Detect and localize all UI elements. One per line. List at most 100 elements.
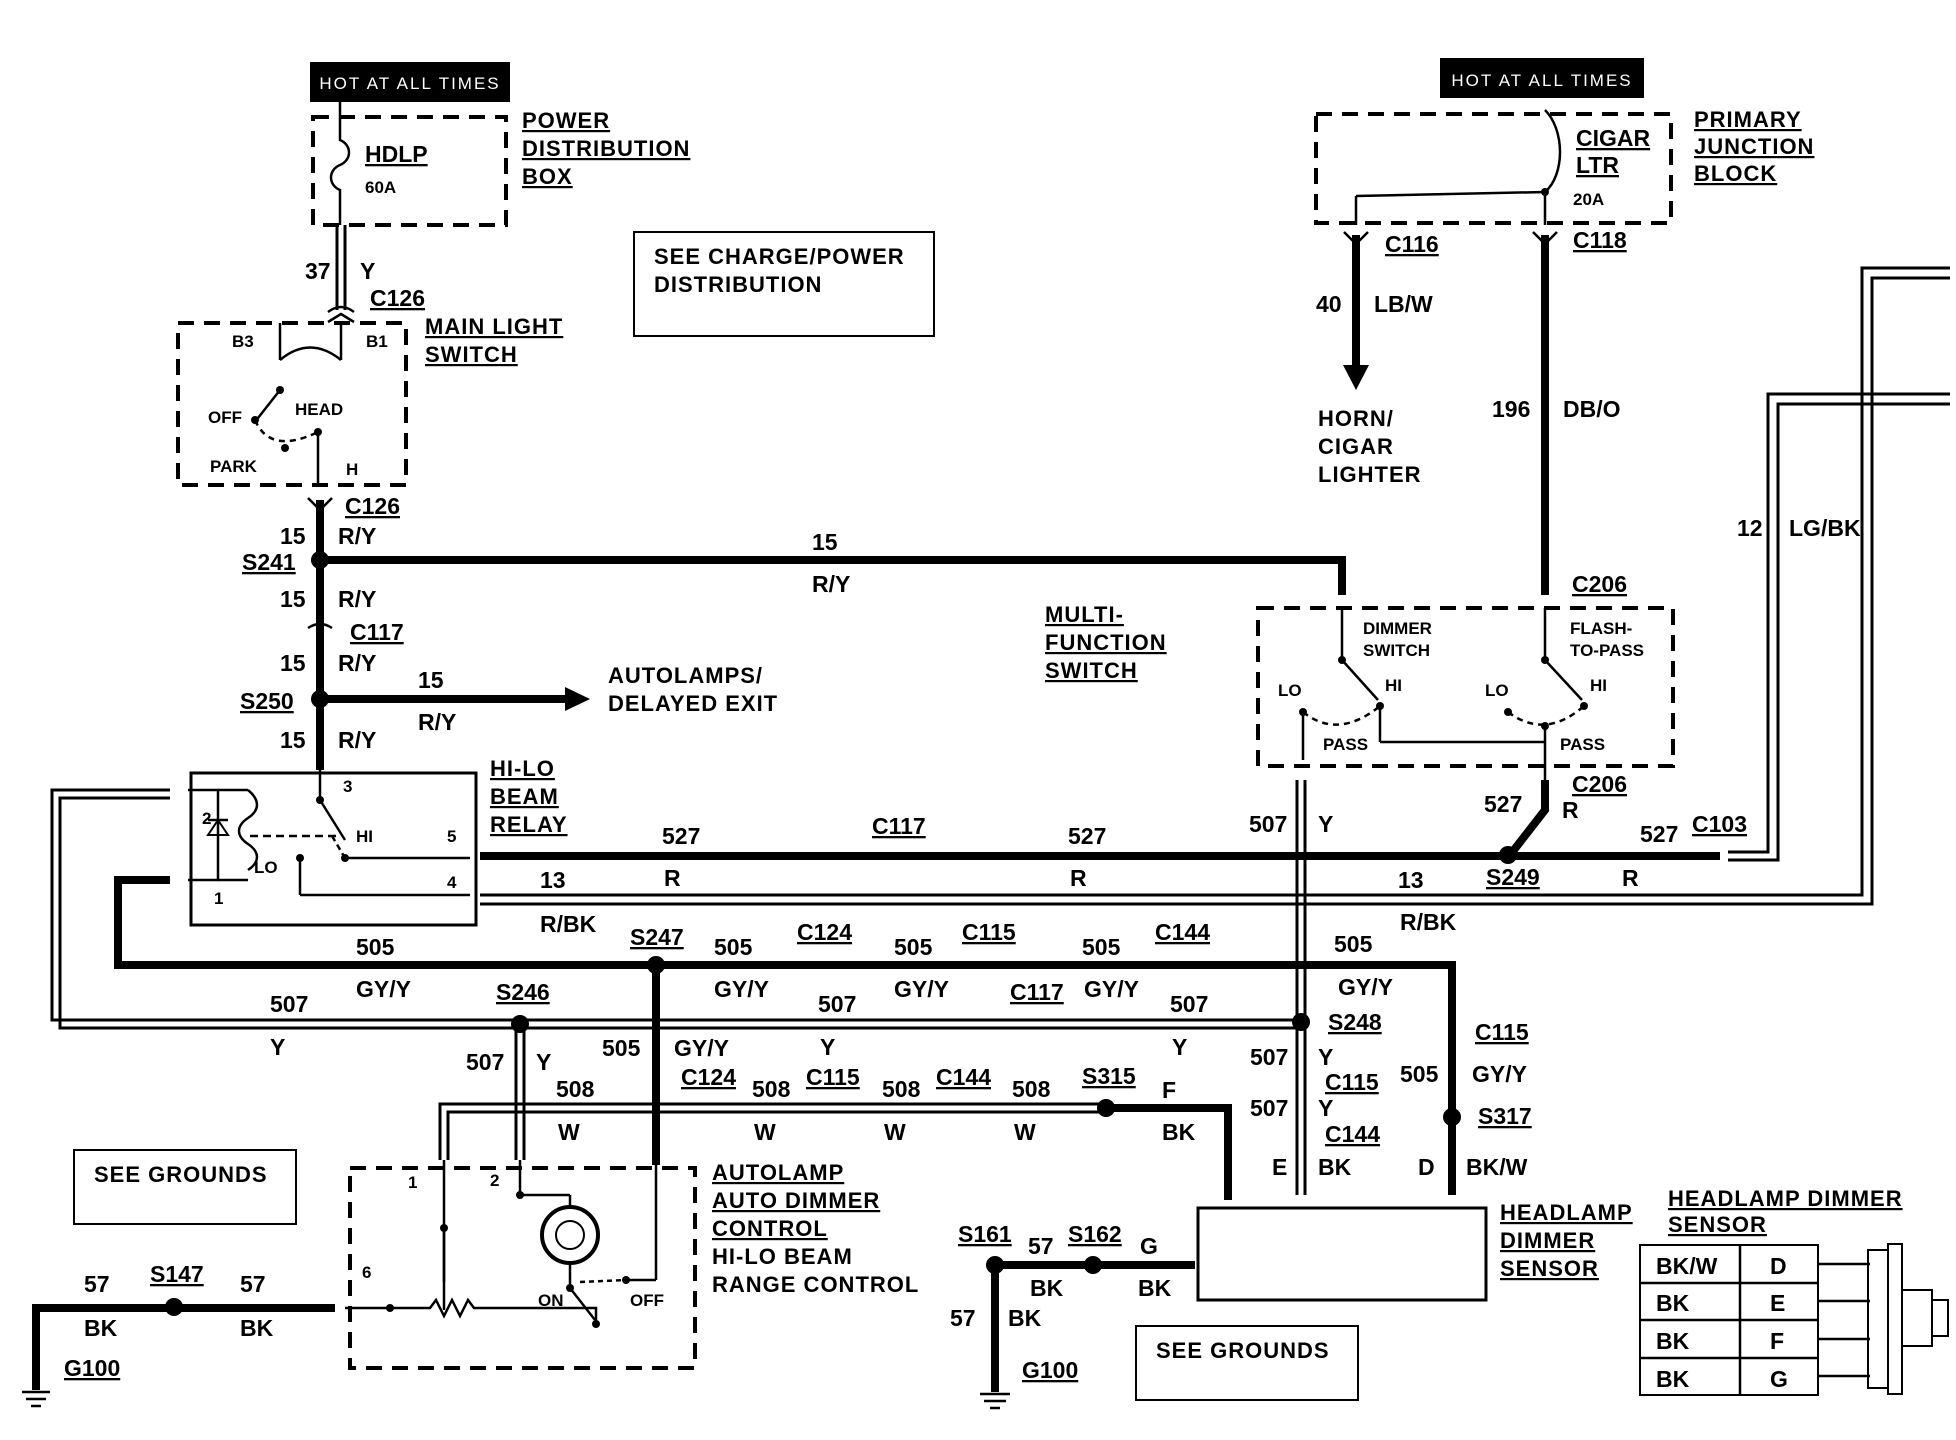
mfs-title-3: SWITCH [1045, 658, 1138, 683]
sensor-pin-e-label: E [1272, 1154, 1287, 1180]
conn-row-3-color: BK [1656, 1328, 1690, 1354]
autolamp-pin-1: 1 [408, 1173, 417, 1192]
horn-note-2: CIGAR [1318, 434, 1394, 459]
wire-15-num-f: 15 [418, 667, 444, 693]
wire-15-color-a: R/Y [338, 523, 376, 549]
splice-s249 [1499, 846, 1517, 864]
pdb-title-1: POWER [522, 108, 610, 133]
wire-505-num-g: 505 [1400, 1061, 1439, 1087]
connector-c126-bottom: C126 [345, 493, 400, 519]
charge-note-2: DISTRIBUTION [654, 272, 822, 297]
splice-s248 [1292, 1013, 1310, 1031]
mls-b1: B1 [366, 332, 388, 351]
sensor-pin-f-label: F [1162, 1077, 1176, 1103]
hdlp-fuse-label: HDLP [365, 141, 428, 167]
mfs-dimmer-2: SWITCH [1363, 641, 1430, 660]
relay-pin-4: 4 [447, 873, 457, 892]
wire-505-color-a: GY/Y [356, 976, 411, 1002]
splice-s161-label: S161 [958, 1221, 1012, 1247]
splice-s162 [1084, 1256, 1102, 1274]
charge-note-1: SEE CHARGE/POWER [654, 244, 905, 269]
wire-508-color-a: W [558, 1119, 580, 1145]
mfs-pass-a: PASS [1323, 735, 1368, 754]
splice-s317-label: S317 [1478, 1103, 1532, 1129]
wire-196-color: DB/O [1563, 396, 1621, 422]
connector-c117-low: C117 [1010, 979, 1064, 1005]
multi-function-switch [1256, 606, 1675, 768]
wire-40-num: 40 [1316, 291, 1342, 317]
conn-row-3-pin: F [1770, 1328, 1784, 1354]
wire-507-color-e: Y [1318, 1044, 1333, 1070]
autolamp-pin-2: 2 [490, 1171, 499, 1190]
cigar-fuse-2: LTR [1576, 152, 1619, 178]
see-charge-note [633, 231, 935, 337]
mfs-title-2: FUNCTION [1045, 630, 1167, 655]
wire-508-num-b: 508 [752, 1076, 791, 1102]
wire-507-num-f: 507 [1250, 1095, 1288, 1121]
connector-c115-a: C115 [962, 919, 1016, 945]
wire-57-num-b: 57 [950, 1305, 976, 1331]
wire-505-num-d: 505 [1082, 934, 1121, 960]
mfs-hi-a: HI [1385, 676, 1402, 695]
wire-507-num-b: 507 [818, 991, 856, 1017]
wire-bkw-d: BK/W [1466, 1154, 1528, 1180]
splice-s315-label: S315 [1082, 1063, 1136, 1089]
autolamp-subtitle-1: HI-LO BEAM [712, 1244, 853, 1269]
wire-508-color-b: W [754, 1119, 776, 1145]
connector-c206-top: C206 [1572, 571, 1627, 597]
wire-527-num-c: 527 [1640, 821, 1678, 847]
wire-15-color-f: R/Y [418, 709, 456, 735]
conn-row-2-pin: E [1770, 1290, 1785, 1316]
wire-57-num-a: 57 [1028, 1233, 1054, 1259]
connector-c115-c: C115 [1325, 1069, 1379, 1095]
wire-505-color-c: GY/Y [894, 976, 949, 1002]
relay-title-2: BEAM [490, 784, 559, 809]
wire-527-color-mfs: R [1562, 797, 1579, 823]
hds-title-2: DIMMER [1500, 1228, 1595, 1253]
splice-s246 [511, 1015, 529, 1033]
conn-view-title-1: HEADLAMP DIMMER [1668, 1186, 1903, 1211]
mls-title-1: MAIN LIGHT [425, 314, 563, 339]
splice-s147 [165, 1298, 183, 1316]
hdlp-fuse-rating: 60A [365, 178, 396, 197]
wire-505-color-b: GY/Y [714, 976, 769, 1002]
connector-c124-b: C124 [681, 1064, 736, 1090]
wire-13-color-a: R/BK [540, 911, 597, 937]
wire-527-num-b: 527 [1068, 823, 1106, 849]
wire-57-num-d: 57 [240, 1271, 266, 1297]
hi-lo-beam-relay [189, 771, 478, 927]
wire-15-color-e: R/Y [812, 571, 850, 597]
mfs-title-1: MULTI- [1045, 602, 1124, 627]
relay-pin-2: 2 [202, 809, 211, 828]
splice-s147-label: S147 [150, 1261, 204, 1287]
wire-12-num: 12 [1737, 515, 1763, 541]
autolamps-note-2: DELAYED EXIT [608, 691, 778, 716]
hds-title-3: SENSOR [1500, 1256, 1599, 1281]
mfs-flash-2: TO-PASS [1570, 641, 1644, 660]
connector-c118: C118 [1573, 227, 1627, 253]
connector-c144-a: C144 [1155, 919, 1210, 945]
mls-off: OFF [208, 408, 242, 427]
wire-bk-e: BK [1318, 1154, 1352, 1180]
autolamp-title-1: AUTOLAMP [712, 1160, 844, 1185]
pdb-title-3: BOX [522, 164, 573, 189]
wire-505-num-b: 505 [714, 934, 753, 960]
relay-pin-3: 3 [343, 777, 352, 796]
splice-s249-label: S249 [1486, 864, 1540, 890]
power-distribution-box [311, 115, 508, 227]
mfs-hi-b: HI [1590, 676, 1607, 695]
mls-park: PARK [210, 457, 258, 476]
sensor-pin-g-label: G [1140, 1233, 1158, 1259]
autolamp-title-2: AUTO DIMMER [712, 1188, 880, 1213]
connector-c144-b: C144 [936, 1064, 991, 1090]
wire-507-num-e: 507 [1250, 1044, 1288, 1070]
autolamps-note-1: AUTOLAMPS/ [608, 663, 763, 688]
mls-title-2: SWITCH [425, 342, 518, 367]
autolamp-on: ON [538, 1291, 564, 1310]
conn-row-1-pin: D [1770, 1253, 1787, 1279]
autolamp-module [348, 1166, 697, 1370]
wire-37-num: 37 [305, 258, 331, 284]
wire-57-color-b: BK [1008, 1305, 1042, 1331]
see-grounds-left [73, 1149, 297, 1225]
see-grounds-right [1135, 1325, 1359, 1401]
